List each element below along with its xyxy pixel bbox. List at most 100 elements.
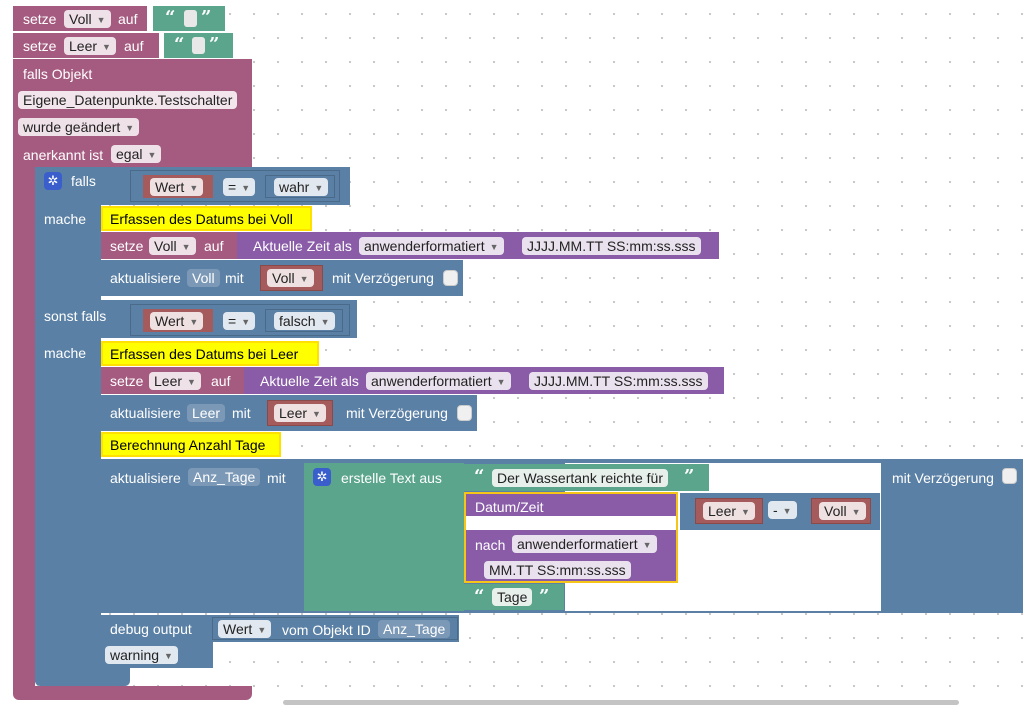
set-leer-block[interactable]: setze Leer▼ auf <box>13 33 159 58</box>
update-target[interactable]: Voll <box>187 269 220 287</box>
nach-label: nach <box>475 537 506 553</box>
empty-text-field[interactable] <box>192 37 205 54</box>
update-block[interactable]: aktualisiere Leer mit Leer▼ mit Verzöger… <box>101 395 477 431</box>
boolean-block[interactable]: wahr▼ <box>265 175 335 198</box>
if-block-spine <box>35 167 101 682</box>
value-block[interactable]: Voll▼ <box>811 498 871 524</box>
datetime-label: Datum/Zeit <box>475 499 544 515</box>
chevron-down-icon: ▼ <box>189 317 199 327</box>
comment-block[interactable]: Berechnung Anzahl Tage <box>101 432 281 457</box>
set-time-block[interactable]: setze Voll▼ auf <box>101 232 237 259</box>
datetime-block[interactable]: Datum/Zeit nach anwenderformatiert▼ MM.T… <box>464 492 678 583</box>
update-target[interactable]: Anz_Tage <box>188 468 261 486</box>
value-dropdown[interactable]: Voll▼ <box>267 269 314 287</box>
value-block[interactable]: Wert▼ <box>143 309 213 332</box>
trigger-ack-dropdown[interactable]: egal▼ <box>111 145 162 163</box>
text-field[interactable]: Der Wassertank reichte für <box>492 469 668 487</box>
value-dropdown[interactable]: Wert▼ <box>150 312 204 330</box>
trigger-object-id[interactable]: Eigene_Datenpunkte.Testschalter <box>18 91 238 109</box>
update-target[interactable]: Leer <box>187 404 226 422</box>
debug-level-dropdown[interactable]: warning▼ <box>105 646 178 664</box>
value-block[interactable]: Leer▼ <box>267 400 333 426</box>
trigger-title: falls Objekt <box>23 66 93 82</box>
empty-text-voll[interactable]: “ ” <box>153 6 225 31</box>
chevron-down-icon: ▼ <box>241 183 251 193</box>
math-block[interactable]: Leer▼ -▼ Voll▼ <box>680 493 880 530</box>
time-pattern-field[interactable]: JJJJ.MM.TT SS:mm:ss.sss <box>529 372 708 390</box>
set-voll-block[interactable]: setze Voll▼ auf <box>13 6 147 31</box>
text-block[interactable]: “ Der Wassertank reichte für ” <box>464 464 709 491</box>
set-leer-var[interactable]: Leer▼ <box>64 37 116 55</box>
current-time-block[interactable]: Aktuelle Zeit als anwenderformatiert▼ JJ… <box>244 367 724 394</box>
chevron-down-icon: ▼ <box>241 317 251 327</box>
time-format-dropdown[interactable]: anwenderformatiert▼ <box>366 372 511 390</box>
chevron-down-icon: ▼ <box>320 317 330 327</box>
set-var-dropdown[interactable]: Leer▼ <box>149 372 201 390</box>
operator-dropdown[interactable]: =▼ <box>223 312 256 330</box>
quote-close-icon: ” <box>539 586 550 607</box>
gear-icon[interactable]: ✲ <box>313 468 331 486</box>
value-dropdown[interactable]: Voll▼ <box>819 502 866 520</box>
update-block[interactable]: aktualisiere Voll mit Voll▼ mit Verzöger… <box>101 260 463 296</box>
empty-text-field[interactable] <box>184 10 197 27</box>
time-format-dropdown[interactable]: anwenderformatiert▼ <box>359 237 504 255</box>
text-field[interactable]: Tage <box>492 588 533 606</box>
time-pattern-field[interactable]: JJJJ.MM.TT SS:mm:ss.sss <box>522 237 701 255</box>
text-block[interactable]: “ Tage ” <box>464 584 564 610</box>
value-dropdown[interactable]: Leer▼ <box>274 404 326 422</box>
datetime-block-gap <box>466 516 676 530</box>
set-voll-on: auf <box>118 11 138 27</box>
set-on: auf <box>211 373 231 389</box>
compare-block-2[interactable]: Wert▼ =▼ falsch▼ <box>130 304 350 336</box>
empty-text-leer[interactable]: “ ” <box>164 33 233 58</box>
delay-checkbox[interactable] <box>443 270 458 286</box>
value-block[interactable]: Wert▼ <box>143 175 213 198</box>
trigger-mode-dropdown[interactable]: wurde geändert▼ <box>18 118 140 136</box>
trigger-block-bottom <box>13 686 252 700</box>
state-value-block[interactable]: Wert▼ vom Objekt ID Anz_Tage <box>212 617 458 640</box>
chevron-down-icon: ▼ <box>125 123 135 133</box>
compare-block-1[interactable]: Wert▼ =▼ wahr▼ <box>130 170 340 202</box>
value-block[interactable]: Voll▼ <box>260 265 323 291</box>
create-text-label: erstelle Text aus <box>341 470 442 486</box>
debug-output-block[interactable]: debug output Wert▼ vom Objekt ID Anz_Tag… <box>101 615 459 642</box>
boolean-block[interactable]: falsch▼ <box>265 309 343 332</box>
boolean-dropdown[interactable]: wahr▼ <box>274 178 329 196</box>
update-with: mit <box>267 470 286 486</box>
chevron-down-icon: ▼ <box>189 183 199 193</box>
delay-checkbox[interactable] <box>1002 468 1017 484</box>
object-id-field[interactable]: Anz_Tage <box>378 620 451 638</box>
gear-icon[interactable]: ✲ <box>44 172 62 190</box>
do-label-2: mache <box>44 345 87 361</box>
set-var-dropdown[interactable]: Voll▼ <box>149 237 196 255</box>
state-value-dropdown[interactable]: Wert▼ <box>218 620 272 638</box>
math-operator-dropdown[interactable]: -▼ <box>768 501 797 519</box>
chevron-down-icon: ▼ <box>102 42 111 52</box>
chevron-down-icon: ▼ <box>851 507 861 517</box>
chevron-down-icon: ▼ <box>257 625 267 635</box>
horizontal-scrollbar[interactable] <box>283 700 959 705</box>
datetime-format-dropdown[interactable]: anwenderformatiert▼ <box>512 535 657 553</box>
else-if-label: sonst falls <box>44 308 107 324</box>
set-voll-verb: setze <box>23 11 57 27</box>
set-time-block[interactable]: setze Leer▼ auf <box>101 367 244 394</box>
chevron-down-icon: ▼ <box>314 183 324 193</box>
operator-dropdown[interactable]: =▼ <box>223 178 256 196</box>
if-label: falls <box>71 173 96 189</box>
set-voll-var[interactable]: Voll▼ <box>64 10 111 28</box>
boolean-dropdown[interactable]: falsch▼ <box>274 312 335 330</box>
chevron-down-icon: ▼ <box>181 242 191 252</box>
debug-label: debug output <box>110 621 192 637</box>
datetime-pattern-field[interactable]: MM.TT SS:mm:ss.sss <box>484 561 631 579</box>
delay-checkbox[interactable] <box>457 405 472 421</box>
comment-block[interactable]: Erfassen des Datums bei Leer <box>101 341 319 366</box>
value-block[interactable]: Leer▼ <box>695 498 763 524</box>
chevron-down-icon: ▼ <box>312 409 321 419</box>
time-label: Aktuelle Zeit als <box>260 373 359 389</box>
comment-block[interactable]: Erfassen des Datums bei Voll <box>101 206 312 231</box>
value-dropdown[interactable]: Leer▼ <box>703 502 755 520</box>
create-text-block[interactable] <box>304 463 464 611</box>
value-dropdown[interactable]: Wert▼ <box>150 178 204 196</box>
quote-open-icon: “ <box>174 34 185 55</box>
current-time-block[interactable]: Aktuelle Zeit als anwenderformatiert▼ JJ… <box>237 232 719 259</box>
